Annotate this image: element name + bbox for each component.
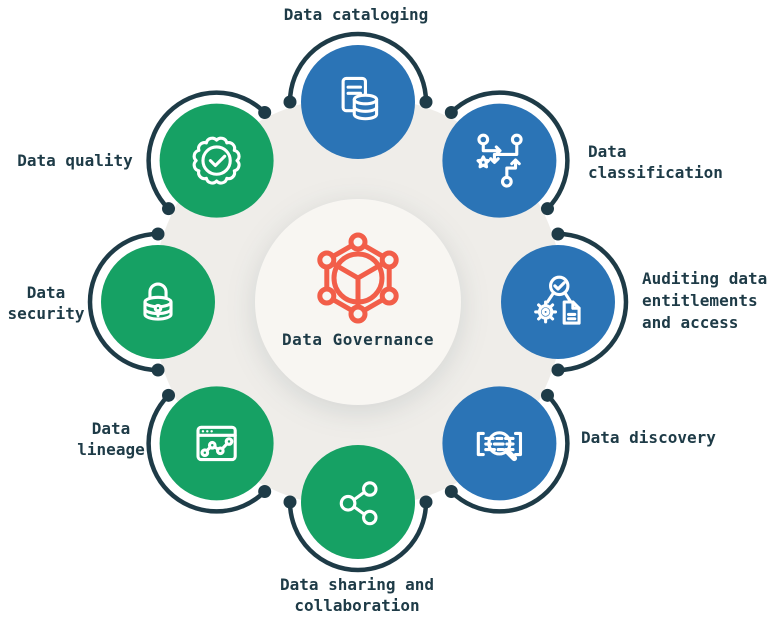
browser-chart-icon	[196, 425, 237, 462]
orbit-arc	[146, 388, 272, 514]
node-data-classification	[442, 90, 570, 218]
node-data-lineage	[146, 386, 274, 514]
label-line: Auditing data	[642, 269, 768, 288]
label-auditing-data-entitlements: Auditing data entitlements and access	[642, 268, 767, 334]
node-auditing-data-entitlements	[501, 227, 629, 377]
orbit-dot	[444, 106, 458, 120]
badge-check-icon	[192, 136, 241, 185]
label-line: lineage	[77, 440, 145, 459]
share-nodes-icon	[339, 481, 378, 526]
orbit-dot	[151, 363, 165, 377]
node-data-sharing	[283, 445, 433, 573]
label-line: Data	[91, 419, 131, 438]
label-data-lineage: Data lineage	[77, 418, 144, 460]
orbit-arc	[283, 495, 433, 573]
node-circle	[442, 103, 557, 218]
label-data-discovery: Data discovery	[581, 427, 716, 448]
orbit-dot	[419, 95, 433, 109]
orbit-dot	[283, 95, 297, 109]
padlock-database-icon	[143, 282, 173, 321]
label-line: Data	[588, 142, 627, 161]
orbit-dot	[540, 388, 554, 402]
orbit-dot	[540, 202, 554, 216]
node-data-quality	[146, 90, 274, 218]
label-line: entitlements	[642, 291, 758, 310]
label-line: classification	[588, 163, 723, 182]
label-line: Data quality	[17, 151, 133, 170]
orbit-arc	[551, 227, 629, 377]
orbit-arc	[444, 388, 570, 514]
orbit-dot	[551, 227, 565, 241]
orbit-dot	[258, 106, 272, 120]
magnifier-data-icon	[476, 431, 523, 462]
orbit-arc	[444, 90, 570, 216]
label-data-quality: Data quality	[17, 150, 133, 171]
orbit-arc	[283, 31, 433, 109]
orbit-arc	[87, 227, 165, 377]
label-line: Data discovery	[581, 428, 716, 447]
document-database-icon	[341, 76, 379, 121]
label-data-sharing: Data sharing and collaboration	[280, 574, 434, 616]
node-circle	[301, 445, 415, 559]
orbit-dot	[283, 495, 297, 509]
node-data-discovery	[442, 386, 570, 514]
orbit-dot	[162, 388, 176, 402]
node-data-cataloging	[283, 31, 433, 159]
label-line: and access	[642, 313, 739, 332]
flowchart-star-icon	[476, 133, 523, 188]
center-title: Data Governance	[282, 330, 434, 349]
orbit-dot	[419, 495, 433, 509]
orbit-dot	[151, 227, 165, 241]
node-data-security	[87, 227, 215, 377]
orbit-dot	[258, 484, 272, 498]
node-circle	[501, 245, 615, 359]
label-data-security: Data security	[7, 282, 84, 324]
label-line: security	[7, 304, 85, 323]
orbit-dot	[444, 484, 458, 498]
label-line: Data cataloging	[283, 5, 429, 24]
data-governance-network-icon	[317, 232, 399, 324]
orbit-dot	[162, 202, 176, 216]
label-line: Data	[26, 283, 66, 302]
orbit-dot	[551, 363, 565, 377]
orbit-arc	[146, 90, 272, 216]
node-circle	[159, 386, 274, 501]
label-data-classification: Data classification	[588, 141, 723, 183]
node-circle	[159, 103, 274, 218]
label-line: collaboration	[294, 596, 420, 615]
label-data-cataloging: Data cataloging	[284, 4, 429, 25]
label-line: Data sharing and	[279, 575, 435, 594]
check-gear-document-icon	[534, 275, 581, 325]
